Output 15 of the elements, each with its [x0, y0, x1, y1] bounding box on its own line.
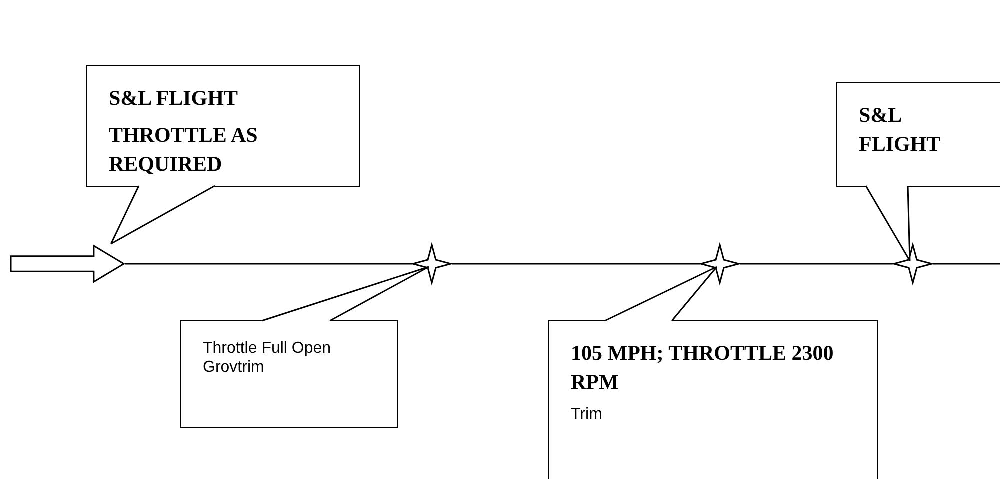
timeline-line [452, 263, 700, 265]
timeline-line [933, 263, 1000, 265]
callout-box [836, 82, 1000, 187]
callout-heading: S&L FLIGHT [859, 102, 942, 158]
timeline-line [125, 263, 412, 265]
callout-pointer [261, 266, 430, 322]
callout-pointer [110, 185, 216, 245]
callout-heading: S&L FLIGHT [109, 85, 239, 112]
timeline-line [740, 263, 893, 265]
callout-pointer [865, 185, 911, 262]
callout-pointer [604, 266, 718, 322]
callout-text: Trim [571, 405, 604, 424]
callout-heading: THROTTLE AS REQUIRED [109, 122, 259, 178]
callout-heading: 105 MPH; THROTTLE 2300 RPM [571, 340, 835, 396]
callout-text: Throttle Full Open Grovtrim [203, 339, 332, 377]
